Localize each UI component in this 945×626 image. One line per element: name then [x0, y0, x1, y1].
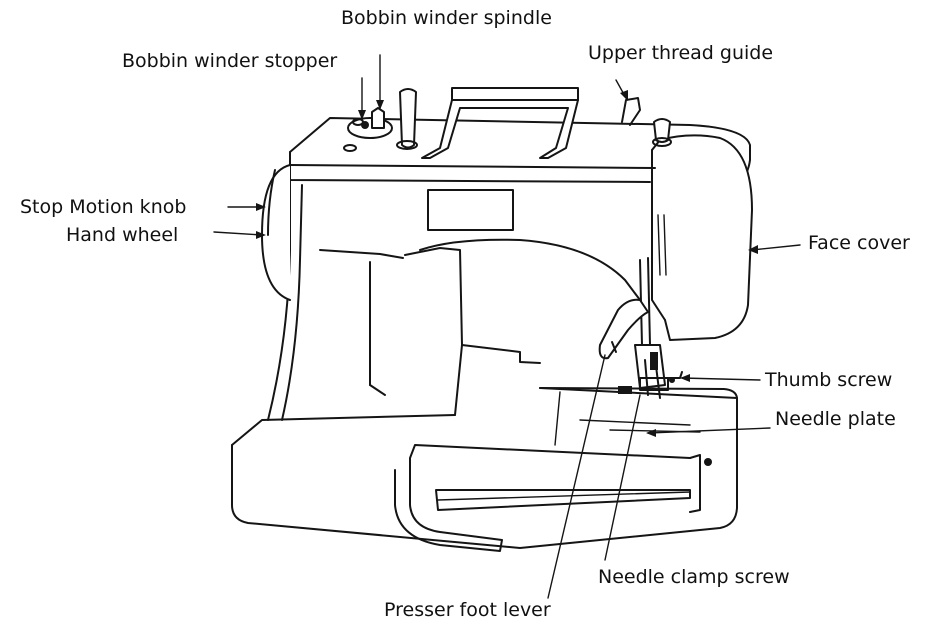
bobbin-winder: [343, 107, 393, 152]
spool-pin: [396, 88, 418, 150]
thread-guide: [621, 97, 672, 147]
leader-lines: [213, 54, 801, 599]
label-thumb-screw: Thumb screw: [765, 369, 893, 391]
label-needle-clamp-screw: Needle clamp screw: [598, 566, 790, 588]
machine-arm: [289, 117, 753, 341]
label-needle-plate: Needle plate: [775, 408, 896, 430]
label-bobbin-winder-spindle: Bobbin winder spindle: [341, 7, 552, 29]
label-bobbin-winder-stopper: Bobbin winder stopper: [122, 50, 338, 72]
label-presser-foot-lever: Presser foot lever: [384, 599, 551, 621]
hand-wheel: [261, 164, 291, 301]
needle-assembly: [634, 257, 683, 399]
carry-handle: [421, 87, 579, 159]
presser-foot-lever: [598, 298, 649, 360]
machine-column: [267, 177, 641, 421]
label-face-cover: Face cover: [808, 232, 910, 254]
label-upper-thread-guide: Upper thread guide: [588, 42, 774, 64]
machine-base: [231, 386, 738, 552]
label-hand-wheel: Hand wheel: [66, 224, 179, 246]
label-stop-motion-knob: Stop Motion knob: [20, 196, 187, 218]
